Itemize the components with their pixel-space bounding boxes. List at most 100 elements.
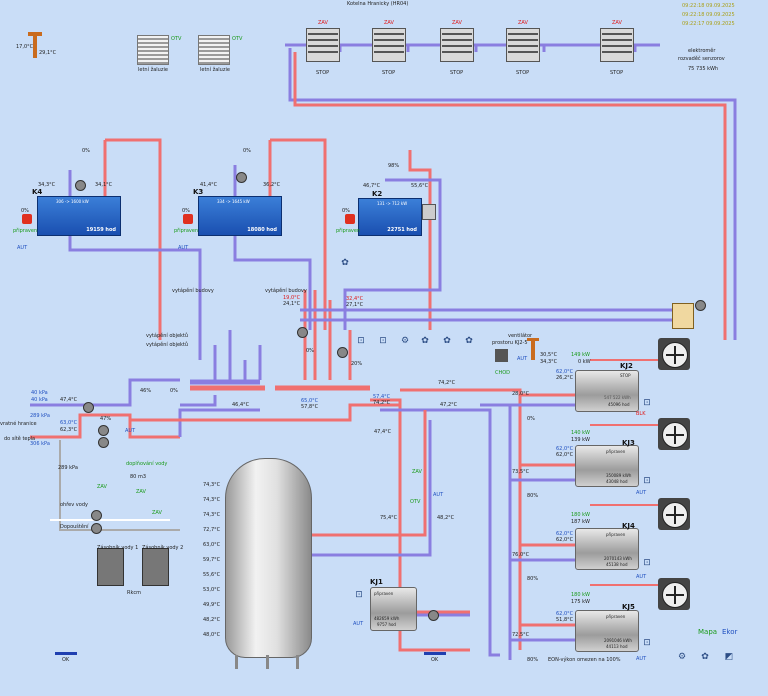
gear-icon[interactable]: ⚙: [677, 652, 687, 662]
temp-reading: 47,4°C: [60, 397, 78, 403]
accumulation-tank[interactable]: [225, 458, 312, 658]
map-link[interactable]: Mapa: [698, 628, 718, 636]
louver-icon[interactable]: [137, 35, 169, 65]
chp-settings-icon[interactable]: ⊡: [355, 590, 363, 600]
boiler-k4[interactable]: 306 -> 1600 kW 19159 hod: [37, 196, 121, 236]
louver-icon[interactable]: [198, 35, 230, 65]
fan-icon[interactable]: ✿: [465, 336, 473, 346]
cooler-fan-icon[interactable]: [658, 578, 690, 610]
cooler-fan-icon[interactable]: [658, 498, 690, 530]
chp-state: STOP: [620, 373, 631, 378]
ventilator-label: ventilátor: [508, 333, 533, 339]
gear-icon[interactable]: ✿: [421, 336, 429, 346]
chp-settings-icon[interactable]: ⊡: [643, 476, 651, 486]
pump-icon[interactable]: [98, 437, 109, 448]
chp-settings-icon[interactable]: ⊡: [643, 638, 651, 648]
volume: 80 m3: [130, 474, 147, 480]
pipe-label: Dopouštění: [60, 524, 89, 530]
valve-pct: 80%: [527, 493, 539, 499]
temp-reading: 74,2°C: [373, 400, 391, 406]
ventilator-ctrl: AUT: [517, 356, 528, 362]
boiler-valve: 98%: [388, 163, 400, 169]
cooler-fan-icon[interactable]: [658, 418, 690, 450]
boiler-temp-in: 34,3°C: [38, 182, 56, 188]
chp-energy: 350089 kWh: [606, 473, 632, 478]
air-unit-icon[interactable]: [440, 28, 474, 62]
chp-name: KJ4: [622, 522, 635, 530]
chp-unit-kj5[interactable]: připraven 2091046 kWh 44113 hod: [575, 610, 639, 652]
air-unit-icon[interactable]: [506, 28, 540, 62]
boiler-k3[interactable]: 334 -> 1645 kW 18080 hod: [198, 196, 282, 236]
chp-ctrl: AUT: [636, 490, 647, 496]
chp-ctrl: AUT: [353, 621, 364, 627]
chp-unit-kj4[interactable]: připraven 2070143 kWh 45138 hod: [575, 528, 639, 570]
pump-icon[interactable]: [695, 300, 706, 311]
ctrl-mode: AUT: [433, 492, 444, 498]
pump-icon[interactable]: [91, 510, 102, 521]
air-unit-icon[interactable]: [600, 28, 634, 62]
temp-reading: 27,1°C: [346, 302, 364, 308]
fan-icon[interactable]: ✿: [341, 258, 349, 268]
pipe-label: vytápění budovy: [172, 288, 214, 294]
chp-unit-kj3[interactable]: připraven 350089 kWh 43048 hod: [575, 445, 639, 487]
water-tank-1[interactable]: [97, 548, 124, 586]
pump-icon[interactable]: [98, 425, 109, 436]
boiler-power: 306 -> 1600 kW: [56, 199, 89, 204]
louver-label: letní žaluzie: [138, 67, 168, 73]
water-tank-2[interactable]: [142, 548, 169, 586]
chp-power-el: 180 kW: [571, 512, 590, 518]
fan-icon[interactable]: ✿: [443, 336, 451, 346]
air-unit-icon[interactable]: [306, 28, 340, 62]
boiler-settings-icon[interactable]: ⊡: [357, 336, 365, 346]
temp-reading: 76,0°C: [512, 552, 530, 558]
pump-icon[interactable]: [83, 402, 94, 413]
chp-unit-kj1[interactable]: připraven 482659 kWh 9757 hod: [370, 587, 417, 631]
valve-pct: 46%: [140, 388, 152, 394]
outdoor-sensor-icon: [28, 32, 42, 58]
pressure: 40 kPa: [31, 390, 48, 396]
tank-label: Rkcm: [127, 590, 141, 596]
chp-hours: 9757 hod: [377, 622, 396, 627]
pipe-label: vytápění objektů: [146, 342, 189, 348]
boiler-k2[interactable]: 131 -> 712 kW 22751 hod: [358, 198, 422, 236]
valve-pct: 20%: [351, 361, 363, 367]
chp-hours: 45138 hod: [606, 562, 628, 567]
meter-value: 75 735 kWh: [688, 66, 719, 72]
status-ok: OK: [62, 657, 70, 663]
pump-icon[interactable]: [297, 327, 308, 338]
chp-power-el: 180 kW: [571, 592, 590, 598]
gear-icon[interactable]: ⚙: [400, 336, 410, 346]
air-unit-icon[interactable]: [372, 28, 406, 62]
tank-temp: 63,0°C: [203, 542, 221, 548]
temp-reading: 62,0°C: [556, 446, 574, 452]
air-unit-mode: ZAV: [318, 20, 328, 26]
pump-icon[interactable]: [91, 523, 102, 534]
boiler-temp-in: 41,4°C: [200, 182, 218, 188]
air-unit-state: STOP: [610, 70, 624, 76]
chart-icon[interactable]: ◩: [724, 652, 734, 662]
boiler-power: 131 -> 712 kW: [377, 201, 408, 206]
fan-icon[interactable]: ✿: [701, 652, 709, 662]
chp-settings-icon[interactable]: ⊡: [643, 558, 651, 568]
temp-reading: 47,2°C: [440, 402, 458, 408]
chp-energy: 482659 kWh: [374, 616, 400, 621]
chp-settings-icon[interactable]: ⊡: [643, 398, 651, 408]
boiler-settings-icon[interactable]: ⊡: [379, 336, 387, 346]
ekor-link[interactable]: Ekor: [722, 628, 738, 636]
heat-exchanger[interactable]: [672, 303, 694, 329]
pump-icon[interactable]: [75, 180, 86, 191]
boiler-name: K3: [193, 188, 204, 196]
ventilator-label: prostoru KJ2-5: [492, 340, 528, 346]
chp-power-th: 0 kW: [578, 359, 591, 365]
chp-state: připraven: [374, 591, 394, 596]
pump-icon[interactable]: [428, 610, 439, 621]
chp-unit-kj2[interactable]: 547 522 kWh 45096 hod STOP: [575, 370, 639, 412]
pump-icon[interactable]: [337, 347, 348, 358]
tank-temp: 74,3°C: [203, 497, 221, 503]
ventilator-icon[interactable]: [495, 349, 508, 362]
chp-energy: 547 522 kWh: [604, 395, 631, 400]
tank-temp: 74,3°C: [203, 512, 221, 518]
boiler-temp-out: 55,6°C: [411, 183, 429, 189]
cooler-fan-icon[interactable]: [658, 338, 690, 370]
pump-icon[interactable]: [236, 172, 247, 183]
